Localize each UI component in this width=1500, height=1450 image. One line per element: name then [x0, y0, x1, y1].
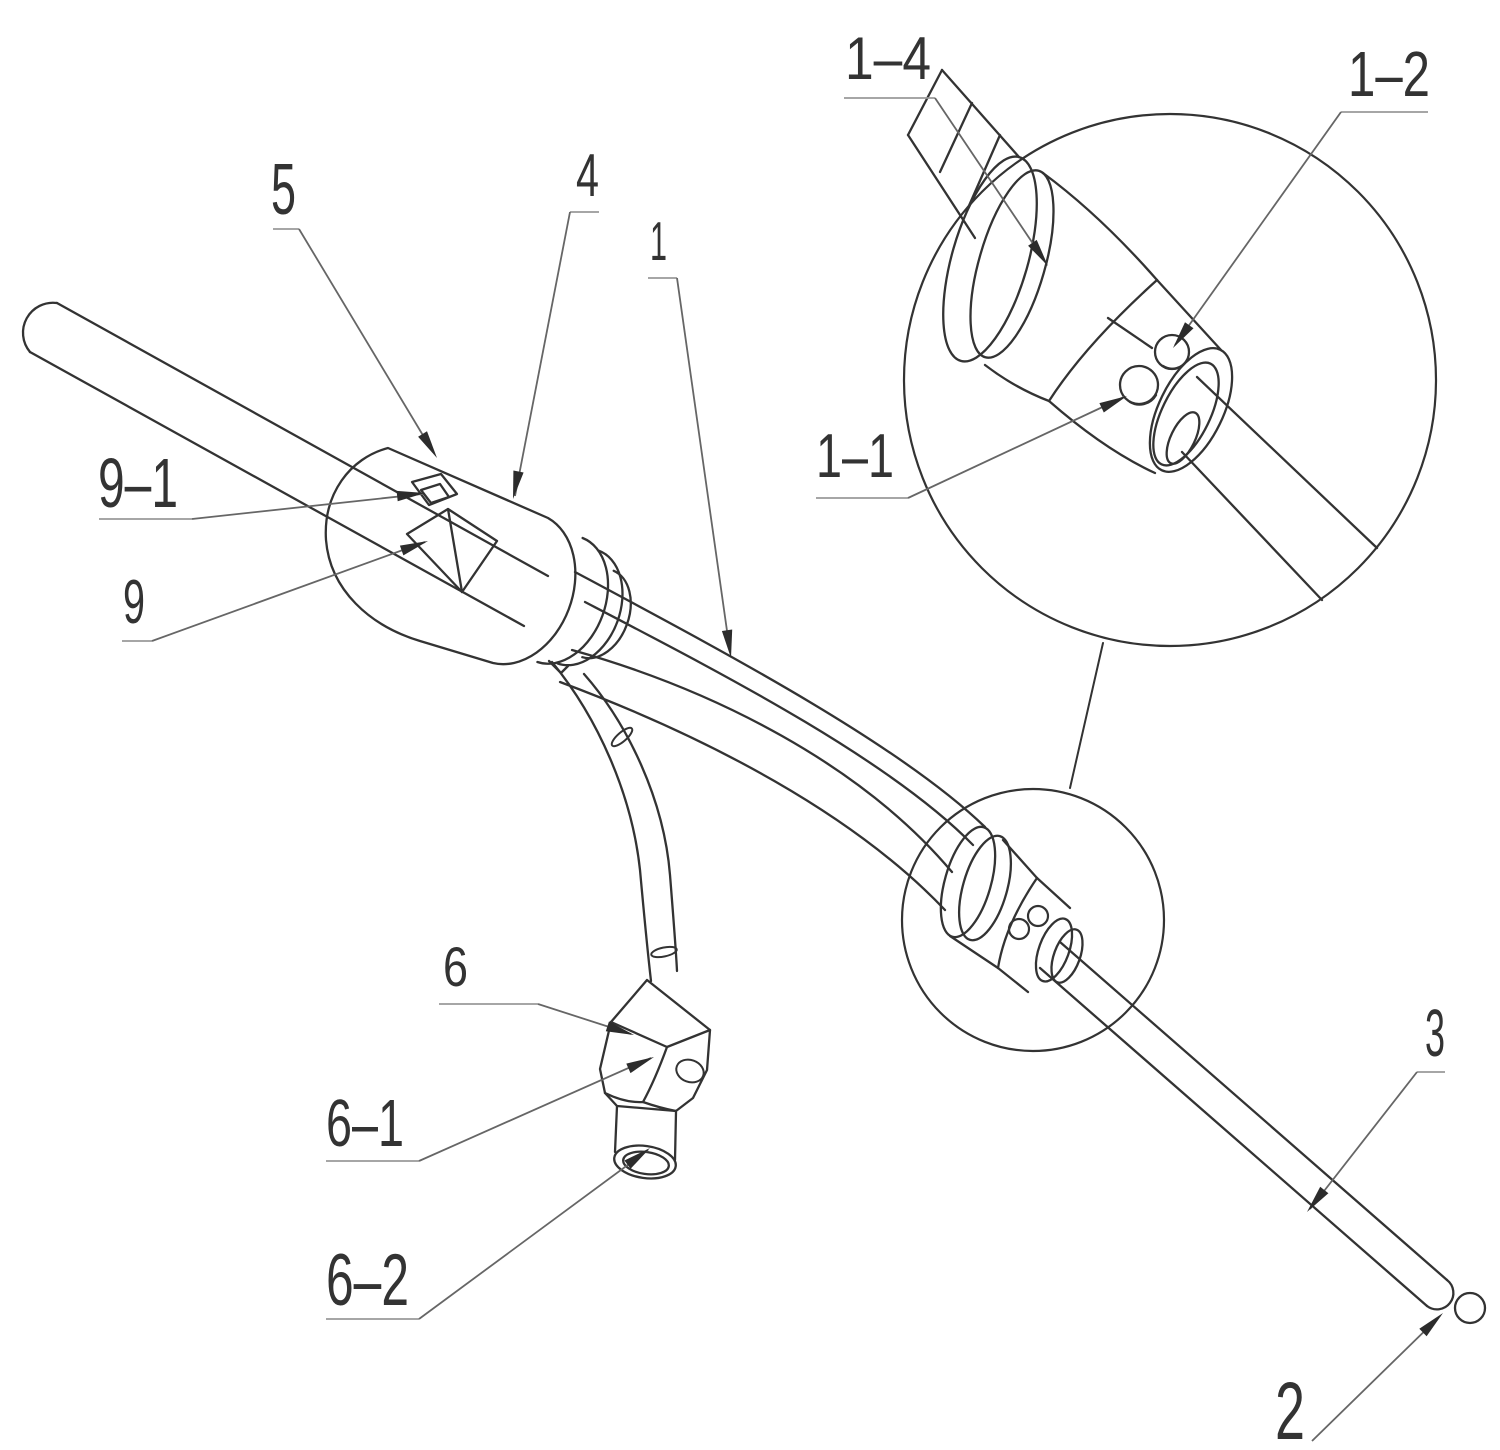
svg-text:6–1: 6–1 — [326, 1086, 404, 1161]
svg-text:1–2: 1–2 — [1348, 38, 1430, 110]
svg-text:3: 3 — [1425, 996, 1445, 1071]
svg-text:1: 1 — [650, 210, 667, 272]
svg-text:4: 4 — [576, 142, 599, 209]
svg-text:2: 2 — [1275, 1366, 1305, 1445]
svg-text:6: 6 — [443, 935, 468, 998]
svg-text:9: 9 — [123, 568, 145, 637]
svg-text:1–1: 1–1 — [816, 422, 894, 491]
svg-text:6–2: 6–2 — [326, 1240, 409, 1321]
svg-text:5: 5 — [271, 150, 296, 230]
svg-text:1–4: 1–4 — [845, 25, 931, 92]
svg-text:9–1: 9–1 — [98, 444, 178, 522]
